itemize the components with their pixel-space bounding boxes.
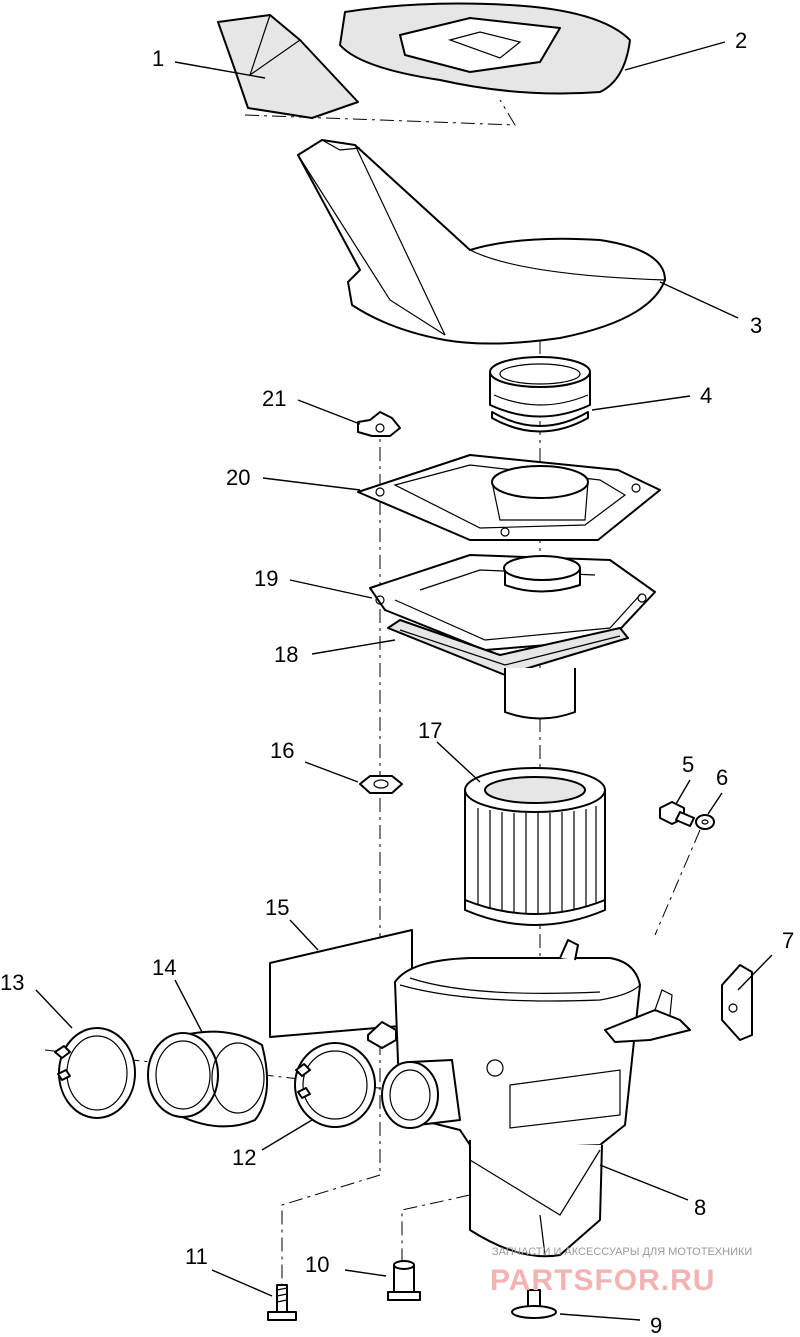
leader-18: [311, 639, 396, 655]
watermark: ЗАПЧАСТИ И АКСЕССУАРЫ ДЛЯ МОТОТЕХНИКИ PA…: [490, 1246, 752, 1297]
leader-15: [289, 919, 319, 951]
housing-outlet-tube: [504, 668, 576, 720]
leader-19: [289, 579, 373, 599]
leader-6: [707, 792, 723, 815]
watermark-site: PARTSFOR.RU: [490, 1264, 715, 1297]
callout-8: 8: [694, 1195, 706, 1220]
part-1-foam-strip: [217, 14, 359, 119]
leader-11: [211, 1269, 273, 1297]
part-6-washer: [695, 814, 715, 830]
axis-bolt-to-11: [281, 1174, 381, 1290]
leader-12: [261, 1119, 313, 1151]
callout-7: 7: [782, 928, 794, 953]
leader-17: [436, 741, 481, 783]
callout-3: 3: [750, 313, 762, 338]
part-21-wing-nut: [357, 411, 401, 437]
part-14-inlet-boot: [147, 1030, 269, 1128]
callout-14: 14: [152, 955, 176, 980]
callout-12: 12: [232, 1145, 256, 1170]
axis-screw-5-6: [654, 829, 701, 936]
part-4-rubber-boot: [489, 356, 591, 433]
callout-11: 11: [185, 1244, 208, 1269]
leader-7: [737, 954, 773, 991]
part-10-grommet: [387, 1260, 421, 1301]
part-20-top-plate: [357, 454, 661, 541]
callout-9: 9: [650, 1313, 662, 1337]
part-5-screw: [659, 801, 695, 827]
callout-17: 17: [418, 718, 442, 743]
callout-20: 20: [226, 465, 250, 490]
part-16-hex-nut: [359, 775, 403, 794]
part-19-housing-cover: [369, 554, 656, 651]
callout-10: 10: [305, 1252, 329, 1277]
leader-21: [297, 399, 361, 425]
callout-18: 18: [274, 642, 298, 667]
part-9-drain-valve: [511, 1289, 557, 1319]
leader-9: [559, 1313, 641, 1321]
part-11-bolt: [267, 1284, 297, 1321]
leader-3: [659, 281, 739, 319]
leader-14: [174, 979, 203, 1033]
callout-5: 5: [682, 752, 694, 777]
leader-2: [624, 41, 726, 71]
leader-5: [675, 779, 691, 805]
callout-21: 21: [262, 386, 286, 411]
part-12-clamp: [294, 1042, 376, 1128]
leader-lines: [35, 41, 773, 1321]
leader-10: [344, 1269, 387, 1277]
callout-2: 2: [735, 28, 747, 53]
axis-to-10: [401, 1194, 471, 1265]
callout-1: 1: [152, 46, 164, 71]
part-17-air-filter: [464, 767, 606, 926]
part-2-foam-pad: [339, 2, 631, 95]
leader-13: [35, 989, 73, 1029]
callout-numbers: 1 2 3 4 5 6 7 8 9 10 11 12 13 14 15 16 1…: [0, 28, 794, 1337]
part-3-intake-cover: [297, 139, 666, 345]
leader-1: [174, 61, 266, 79]
part-7-clip: [721, 964, 753, 1041]
leader-4: [591, 395, 691, 411]
part-15-decal: [269, 929, 413, 1038]
axis-top-parts: [244, 99, 516, 126]
leader-20: [262, 477, 361, 491]
callout-15: 15: [265, 895, 289, 920]
part-13-clamp: [54, 1027, 136, 1119]
leader-16: [304, 761, 359, 783]
callout-6: 6: [716, 765, 728, 790]
callout-19: 19: [254, 566, 278, 591]
airbox-inlet-spigot: [381, 1059, 461, 1129]
callout-13: 13: [0, 970, 24, 995]
leader-8: [599, 1164, 689, 1201]
watermark-tagline: ЗАПЧАСТИ И АКСЕССУАРЫ ДЛЯ МОТОТЕХНИКИ: [492, 1246, 752, 1258]
callout-4: 4: [700, 383, 712, 408]
callout-16: 16: [270, 738, 294, 763]
